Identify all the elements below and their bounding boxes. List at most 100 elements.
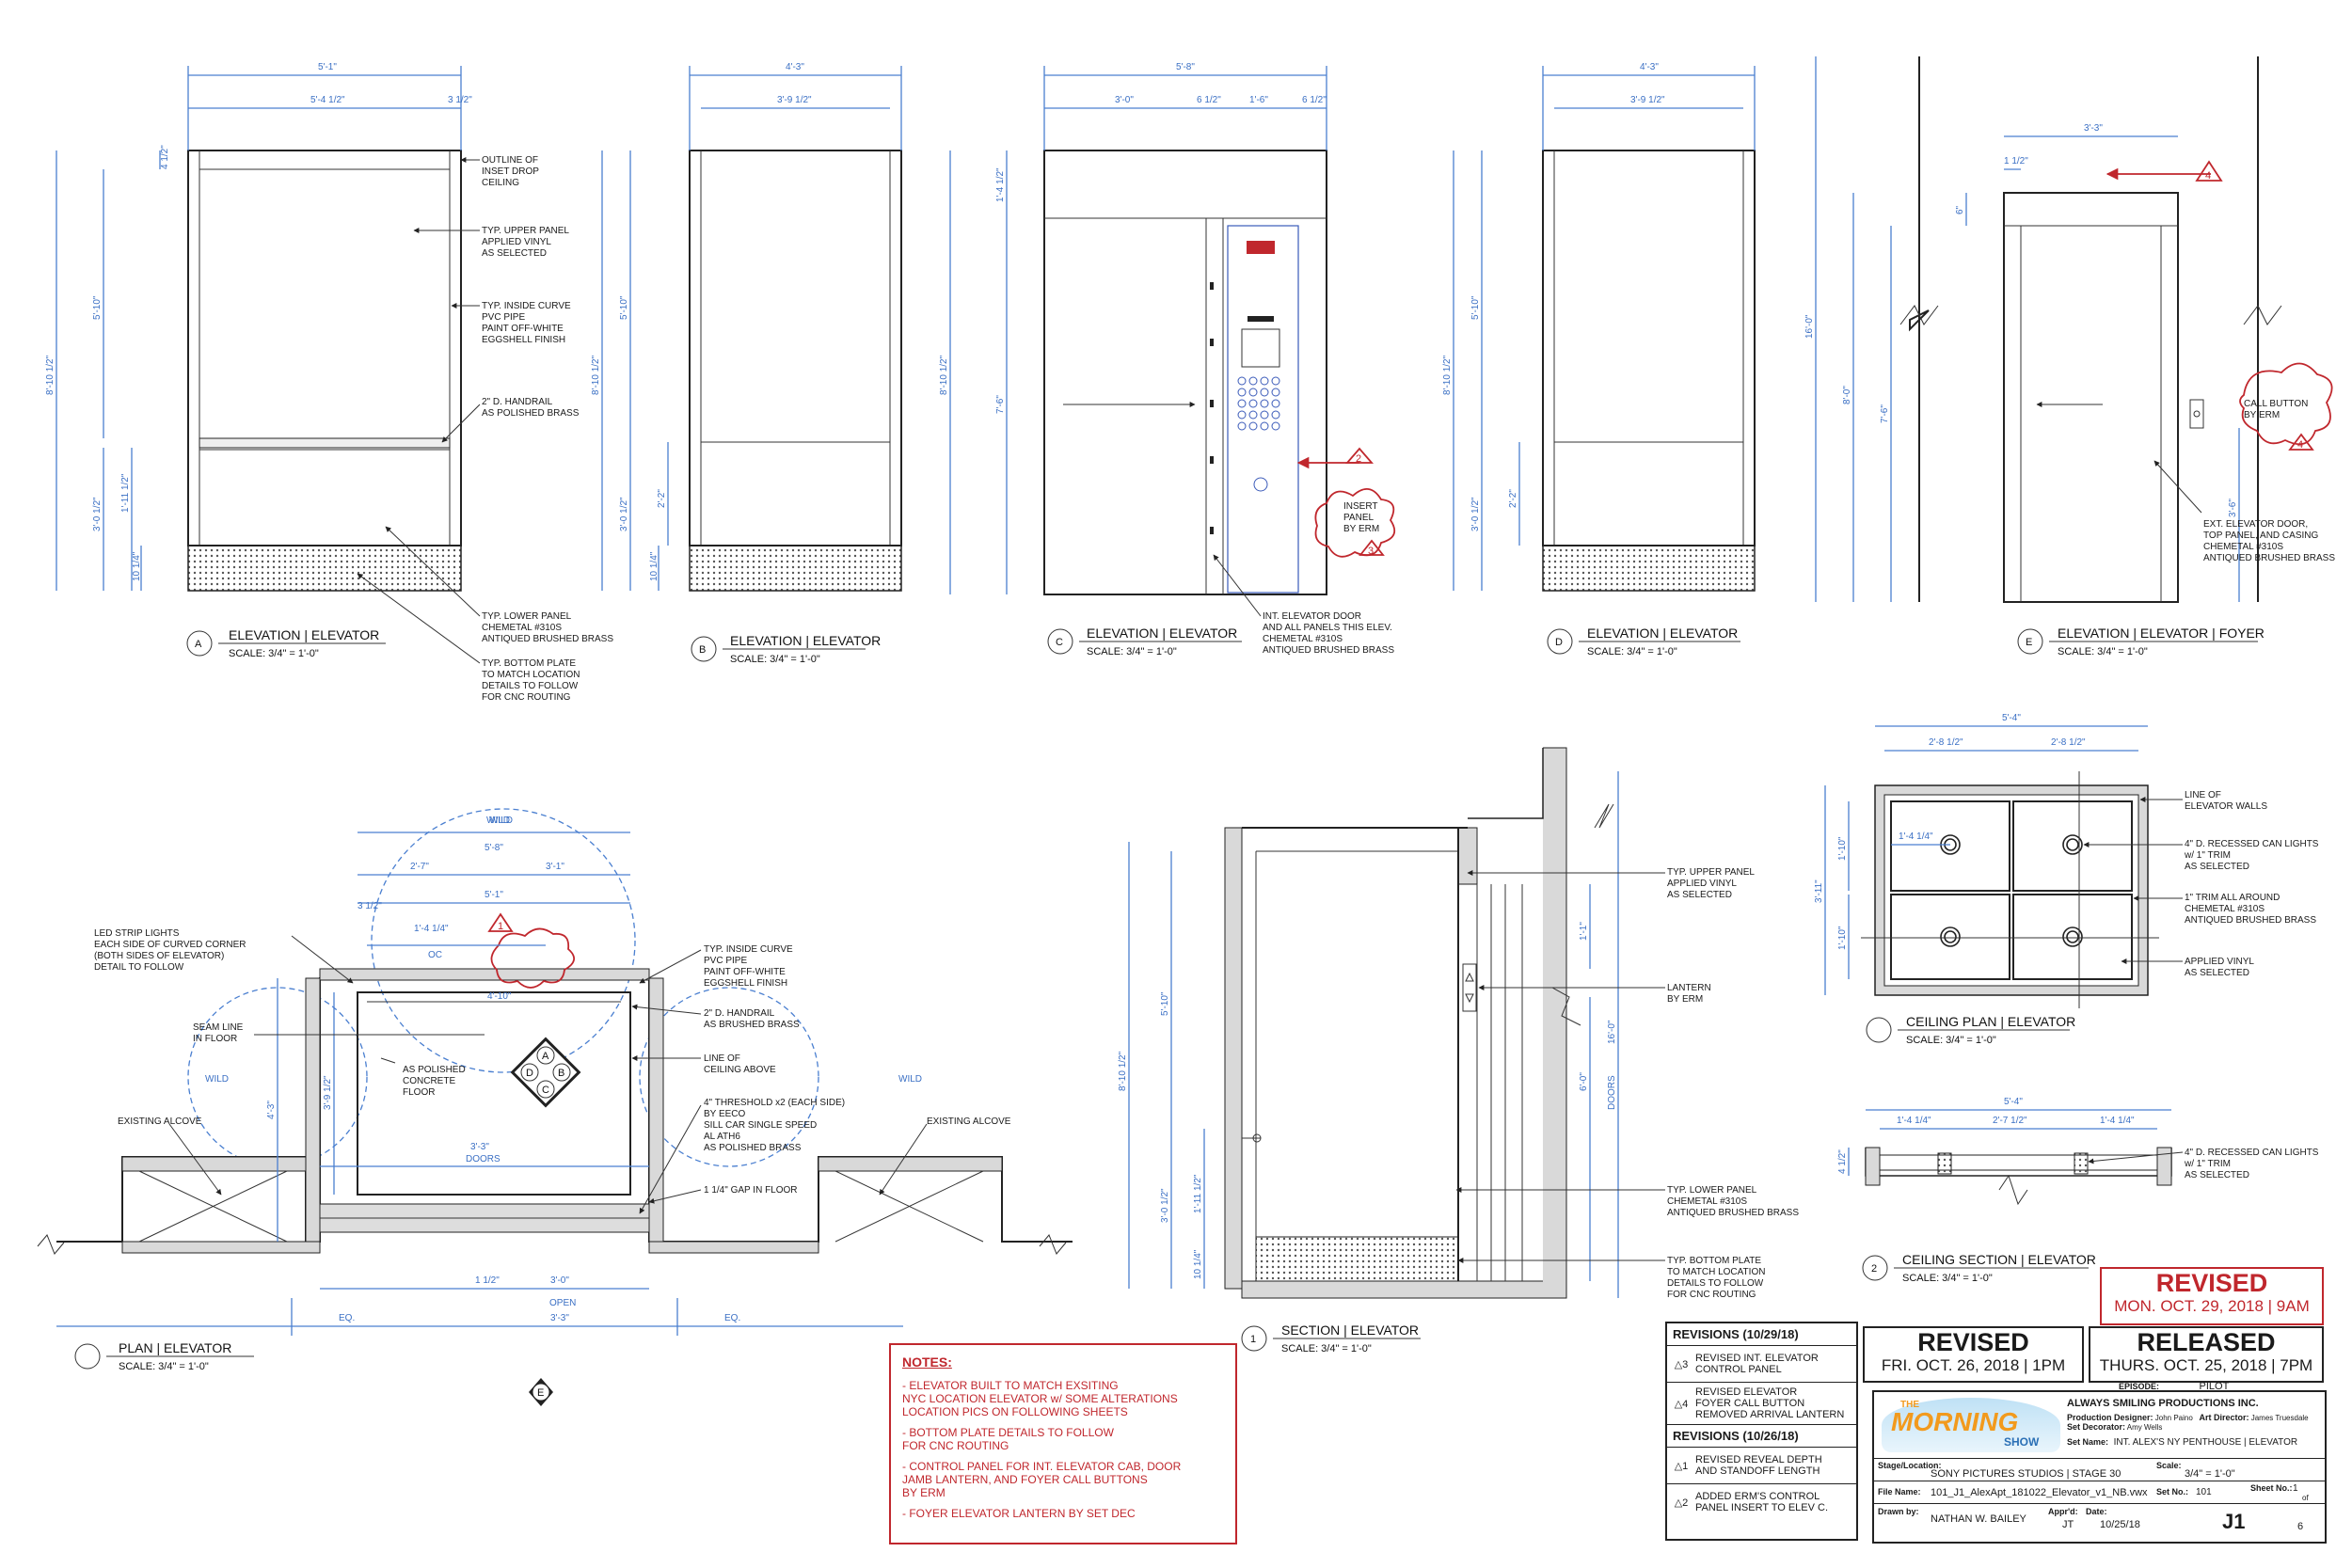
svg-text:3'-6": 3'-6"	[2228, 499, 2238, 517]
revision-row: △2 ADDED ERM'S CONTROL PANEL INSERT TO E…	[1667, 1484, 1856, 1520]
ceiling-plan: 5'-4" 2'-8 1/2" 2'-8 1/2" 3'-11" 1'-10" …	[1814, 713, 2319, 1046]
svg-text:1'-4 1/4": 1'-4 1/4"	[1897, 1116, 1931, 1126]
svg-text:5'-4": 5'-4"	[2004, 1097, 2023, 1107]
elevation-d: 4'-3" 3'-9 1/2" 8'-10 1/2" 5'-10" 3'-0 1…	[1442, 62, 1756, 657]
svg-text:3'-0 1/2": 3'-0 1/2"	[1160, 1188, 1170, 1223]
svg-text:EQ.: EQ.	[724, 1313, 740, 1323]
svg-text:8'-10 1/2": 8'-10 1/2"	[939, 355, 949, 395]
svg-text:4'-3": 4'-3"	[266, 1101, 277, 1119]
svg-text:E: E	[2026, 637, 2032, 648]
revised-stamp-top: REVISED MON. OCT. 29, 2018 | 9AM	[2100, 1267, 2324, 1325]
svg-text:1'-4 1/2": 1'-4 1/2"	[995, 167, 1006, 202]
svg-text:D: D	[526, 1068, 533, 1079]
svg-text:WILD: WILD	[486, 816, 510, 826]
svg-text:1'-6": 1'-6"	[1249, 95, 1268, 105]
svg-text:3'-0 1/2": 3'-0 1/2"	[619, 497, 629, 531]
revisions-group-2: REVISIONS (10/26/18)	[1667, 1425, 1856, 1448]
svg-text:1: 1	[1250, 1334, 1256, 1345]
svg-text:3'-9 1/2": 3'-9 1/2"	[777, 95, 812, 105]
svg-text:3'-0": 3'-0"	[1115, 95, 1134, 105]
callout-a1-l1: OUTLINE OF	[482, 155, 538, 166]
elevation-b: 4'-3" 3'-9 1/2" 8'-10 1/2" 5'-10" 3'-0 1…	[591, 62, 902, 665]
svg-text:1'-4 1/4": 1'-4 1/4"	[414, 924, 449, 934]
svg-text:1'-10": 1'-10"	[1837, 926, 1848, 950]
note-item: - BOTTOM PLATE DETAILS TO FOLLOW FOR CNC…	[902, 1426, 1114, 1452]
revision-triangle-icon: △3	[1674, 1358, 1689, 1370]
svg-text:5'-10": 5'-10"	[619, 295, 629, 320]
svg-text:5'-8": 5'-8"	[485, 843, 503, 853]
svg-text:3'-1": 3'-1"	[546, 862, 564, 872]
svg-text:4'-3": 4'-3"	[1640, 62, 1659, 72]
svg-text:3'-3": 3'-3"	[550, 1313, 569, 1323]
svg-text:8'-0": 8'-0"	[1842, 386, 1852, 404]
svg-text:SCALE: 3/4" = 1'-0": SCALE: 3/4" = 1'-0"	[119, 1361, 209, 1372]
svg-text:SCALE: 3/4" = 1'-0": SCALE: 3/4" = 1'-0"	[1587, 646, 1677, 657]
the-morning-show-logo: THE MORNING SHOW	[1882, 1398, 2060, 1454]
dim-a-w3: 3 1/2"	[448, 95, 472, 105]
svg-text:4 1/2": 4 1/2"	[1837, 1149, 1848, 1174]
svg-text:3'-0": 3'-0"	[550, 1275, 569, 1286]
svg-text:6 1/2": 6 1/2"	[1302, 95, 1327, 105]
svg-text:1 1/2": 1 1/2"	[2004, 156, 2028, 166]
svg-text:2'-2": 2'-2"	[1508, 489, 1518, 508]
svg-text:16'-0": 16'-0"	[1804, 314, 1815, 339]
svg-text:1'-4 1/4": 1'-4 1/4"	[1899, 832, 1933, 842]
svg-text:3'-11": 3'-11"	[1814, 879, 1824, 903]
svg-text:EXISTING ALCOVE: EXISTING ALCOVE	[118, 1117, 202, 1127]
dim-a-h: 8'-10 1/2"	[45, 355, 56, 395]
svg-text:3'-0 1/2": 3'-0 1/2"	[1470, 497, 1481, 531]
revisions-group-1: REVISIONS (10/29/18)	[1667, 1323, 1856, 1346]
svg-text:PLAN | ELEVATOR: PLAN | ELEVATOR	[119, 1340, 231, 1355]
note-item: - CONTROL PANEL FOR INT. ELEVATOR CAB, D…	[902, 1460, 1182, 1499]
svg-text:D: D	[1555, 637, 1563, 648]
svg-text:2: 2	[1871, 1263, 1877, 1275]
view-a-title: ELEVATION | ELEVATOR	[229, 627, 379, 642]
ceiling-section: 5'-4" 1'-4 1/4" 2'-7 1/2" 1'-4 1/4" 4 1/…	[1837, 1097, 2319, 1284]
svg-text:EXISTING ALCOVE: EXISTING ALCOVE	[927, 1117, 1011, 1127]
svg-text:SCALE: 3/4" = 1'-0": SCALE: 3/4" = 1'-0"	[2058, 646, 2148, 657]
svg-text:E: E	[537, 1387, 544, 1399]
dim-a-w2: 5'-4 1/2"	[310, 95, 345, 105]
svg-text:OPEN: OPEN	[549, 1298, 576, 1308]
revision-triangle-icon: △1	[1674, 1460, 1689, 1472]
svg-text:1: 1	[498, 921, 503, 932]
svg-text:EQ.: EQ.	[339, 1313, 355, 1323]
revision-row: △4 REVISED ELEVATOR FOYER CALL BUTTON RE…	[1667, 1383, 1856, 1425]
svg-text:8'-10 1/2": 8'-10 1/2"	[1442, 355, 1453, 395]
svg-text:1 1/2": 1 1/2"	[475, 1275, 500, 1286]
svg-text:2'-7 1/2": 2'-7 1/2"	[1993, 1116, 2027, 1126]
svg-text:B: B	[699, 644, 706, 656]
svg-text:3 1/2": 3 1/2"	[358, 901, 382, 911]
svg-text:SCALE: 3/4" = 1'-0": SCALE: 3/4" = 1'-0"	[730, 654, 820, 665]
svg-text:1'-4 1/4": 1'-4 1/4"	[2100, 1116, 2135, 1126]
note-item: - FOYER ELEVATOR LANTERN BY SET DEC	[902, 1507, 1136, 1520]
elevation-a: 5'-1" 5'-4 1/2" 3 1/2" 8'-10 1/2" 5'-10"…	[45, 62, 613, 703]
revision-triangle-icon: △4	[1674, 1398, 1689, 1410]
released-stamp: RELEASED THURS. OCT. 25, 2018 | 7PM	[2089, 1326, 2324, 1383]
svg-text:4'-3": 4'-3"	[786, 62, 804, 72]
svg-text:WILD: WILD	[489, 816, 513, 826]
svg-text:WILD: WILD	[205, 1074, 229, 1085]
svg-text:2: 2	[1356, 453, 1361, 465]
dim-a-h6: 4 1/2"	[160, 145, 170, 169]
svg-text:C: C	[1056, 637, 1063, 648]
svg-text:8'-10 1/2": 8'-10 1/2"	[1118, 1051, 1128, 1091]
svg-text:3'-9 1/2": 3'-9 1/2"	[1630, 95, 1665, 105]
